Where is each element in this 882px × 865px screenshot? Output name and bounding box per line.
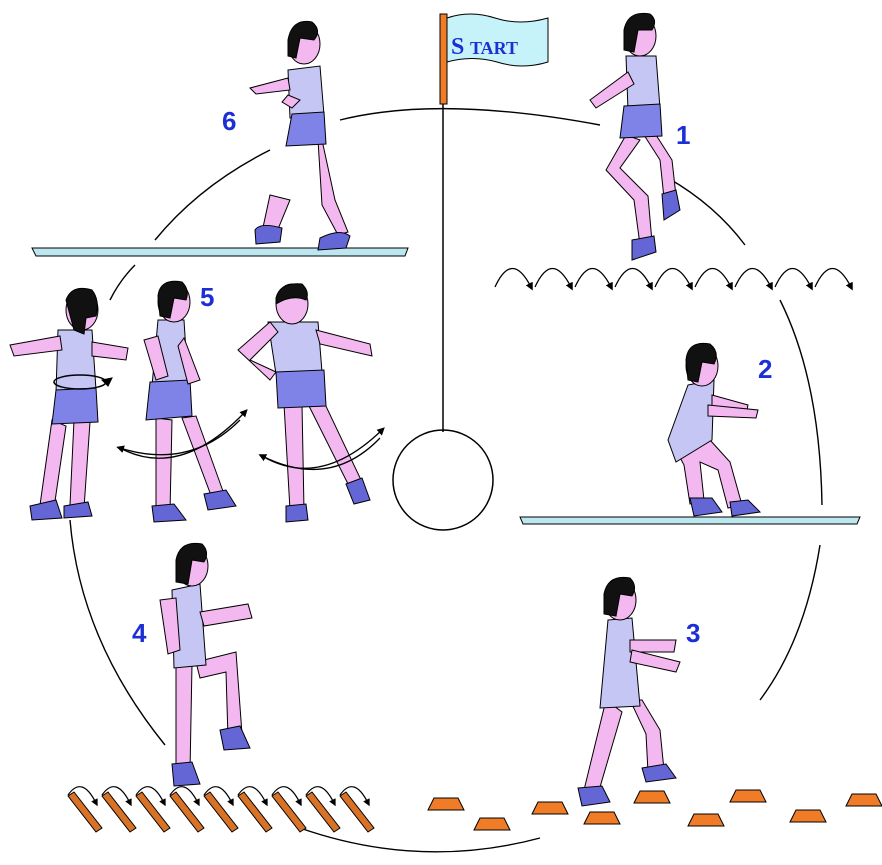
figure-station-5-swing-side bbox=[120, 281, 245, 522]
figure-station-4 bbox=[160, 543, 252, 786]
figure-station-2 bbox=[668, 343, 760, 516]
start-flag: S TART bbox=[440, 14, 548, 104]
balance-board-top bbox=[32, 248, 408, 256]
station-number-5: 5 bbox=[200, 282, 214, 312]
figure-station-6 bbox=[250, 21, 350, 250]
figure-station-5-twist bbox=[10, 288, 128, 520]
hop-arcs bbox=[495, 269, 851, 288]
station-number-4: 4 bbox=[132, 618, 147, 648]
center-marker bbox=[393, 100, 493, 530]
figure-station-3 bbox=[578, 577, 680, 806]
flag-text-small: TART bbox=[470, 38, 518, 58]
figure-station-1 bbox=[590, 13, 680, 260]
flag-text-big: S bbox=[451, 34, 464, 60]
station-number-6: 6 bbox=[222, 106, 236, 136]
cones bbox=[428, 790, 882, 830]
figure-station-5-swing-front bbox=[238, 284, 382, 522]
balance-board-right bbox=[520, 517, 860, 524]
station-number-2: 2 bbox=[758, 354, 772, 384]
station-number-1: 1 bbox=[676, 120, 690, 150]
station-numbers: 1 2 3 4 5 6 bbox=[132, 106, 772, 648]
station-number-3: 3 bbox=[686, 618, 700, 648]
hurdle-sticks bbox=[68, 787, 374, 832]
